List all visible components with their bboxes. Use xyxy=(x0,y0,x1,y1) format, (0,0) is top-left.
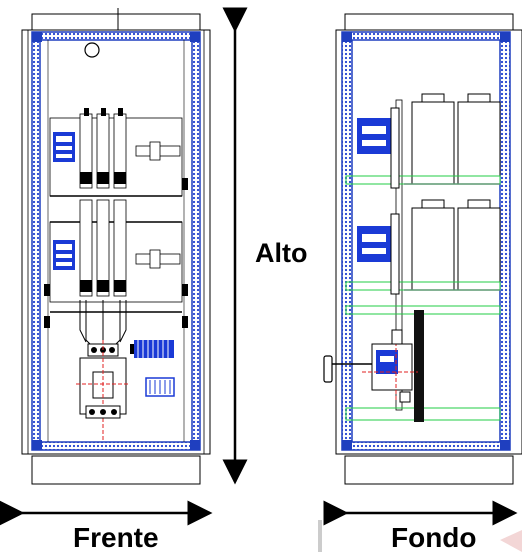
dimension-arrows xyxy=(0,7,518,526)
height-label: Alto xyxy=(255,238,308,268)
depth-label: Fondo xyxy=(391,522,477,553)
front-label: Frente xyxy=(73,522,159,553)
side-view xyxy=(323,13,522,485)
front-view xyxy=(21,8,211,485)
